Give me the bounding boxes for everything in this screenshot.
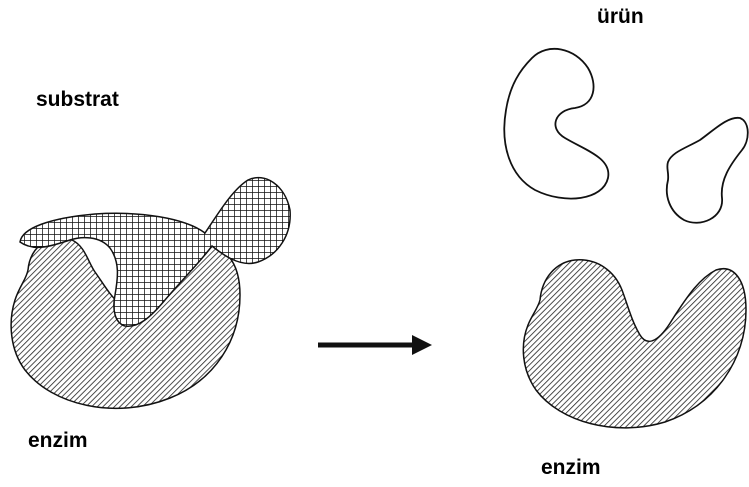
enzyme-shape-after bbox=[523, 260, 746, 428]
substrate-label: substrat bbox=[36, 89, 119, 110]
product-shape-small bbox=[667, 118, 748, 223]
enzyme-label-after: enzim bbox=[541, 457, 601, 478]
enzyme-label-before: enzim bbox=[28, 430, 88, 451]
product-shape-large bbox=[504, 49, 608, 199]
product-label: ürün bbox=[597, 6, 644, 27]
